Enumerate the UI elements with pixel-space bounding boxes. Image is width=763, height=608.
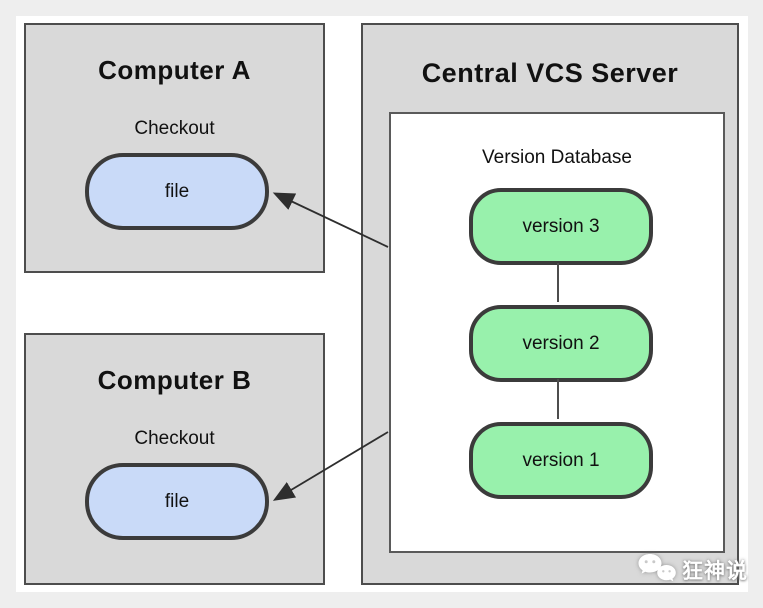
computer-b-box: Computer B Checkout file — [24, 333, 325, 585]
version-3-label: version 3 — [522, 215, 600, 237]
watermark: 狂神说 — [637, 553, 748, 586]
computer-b-file-pill: file — [85, 463, 269, 540]
version-2-label: version 2 — [522, 332, 600, 354]
computer-b-checkout-label: Checkout — [134, 428, 215, 449]
wechat-icon — [638, 554, 676, 582]
central-vcs-server-title: Central VCS Server — [421, 58, 679, 88]
version-database-box: Version Database version 3 version 2 ver… — [389, 112, 725, 553]
computer-a-title: Computer A — [98, 55, 251, 85]
computer-a-file-pill: file — [85, 153, 269, 230]
computer-b-title: Computer B — [97, 365, 252, 395]
version-3-pill: version 3 — [469, 188, 653, 265]
computer-a-box: Computer A Checkout file — [24, 23, 325, 273]
computer-a-checkout-label: Checkout — [134, 118, 215, 139]
version-1-label: version 1 — [522, 449, 600, 471]
version-2-pill: version 2 — [469, 305, 653, 382]
version-database-title: Version Database — [482, 147, 632, 168]
computer-a-file-label: file — [164, 180, 190, 202]
central-vcs-server-box: Central VCS Server Version Database vers… — [361, 23, 739, 585]
watermark-text: 狂神说 — [682, 559, 748, 583]
computer-b-file-label: file — [164, 490, 190, 512]
version-1-pill: version 1 — [469, 422, 653, 499]
